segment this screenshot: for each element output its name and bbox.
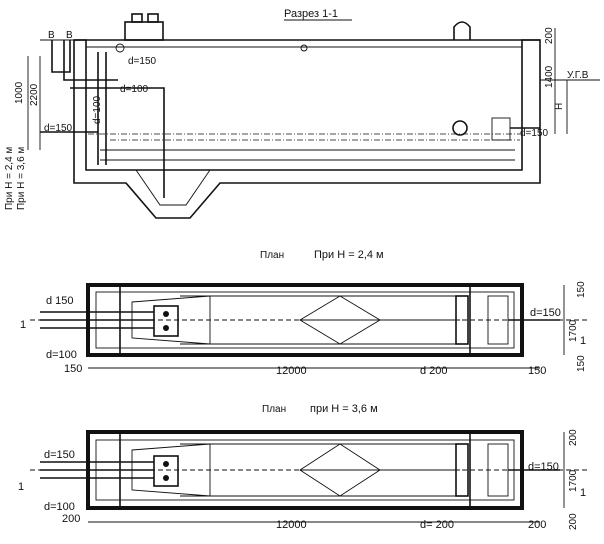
plan2-dim-200-left: 200 [62, 513, 80, 525]
plan1-dim-12000: 12000 [276, 365, 307, 377]
roof-vent-2 [147, 13, 159, 23]
label-h24: При H = 2,4 м [4, 147, 15, 210]
outlet-box [491, 117, 511, 141]
section-title: Разрез 1-1 [284, 8, 338, 20]
plan1-inlet-hole-1 [163, 311, 169, 317]
plan1-outlet-tray [455, 295, 469, 345]
label-d150-top: d=150 [128, 56, 157, 67]
label-d100-vert: d=100 [92, 95, 103, 124]
plan1-marker-right: 1 [580, 335, 586, 347]
plan2-dim-200-top-r: 200 [568, 429, 579, 446]
plan1-label-d150-right: d=150 [530, 307, 561, 319]
label-d100-mid: d=100 [120, 84, 149, 95]
plan2-inlet-hole-1 [163, 461, 169, 467]
lifting-loop [453, 21, 471, 40]
plan1-label-d100: d=100 [46, 349, 77, 361]
plan1-funnel [131, 295, 211, 345]
plan2-dim-12000: 12000 [276, 519, 307, 531]
dim-200-top: 200 [544, 27, 555, 44]
plan1-dim-150-top-r: 150 [576, 281, 587, 298]
plan2-marker-left: 1 [18, 481, 24, 493]
plan2-title: План [262, 404, 286, 415]
pipe-flange [115, 43, 125, 53]
plan2-subtitle: при H = 3,6 м [310, 403, 378, 415]
plan1-dim-d200: d 200 [420, 365, 448, 377]
plan2-outlet-tray [455, 443, 469, 497]
sump-hopper [135, 169, 211, 206]
plan1-dim-1700: 1700 [568, 319, 579, 342]
plan2-inlet-box [153, 455, 179, 487]
plan1-subtitle: При H = 2,4 м [314, 249, 384, 261]
roof-vent [131, 13, 143, 23]
label-b1: B [48, 30, 55, 41]
plan2-label-d150: d=150 [44, 449, 75, 461]
label-ugv: У.Г.В [567, 70, 589, 81]
plan2-dim-d200: d= 200 [420, 519, 454, 531]
section-view: Разрез 1-1 B B d=150 d=100 [4, 8, 600, 219]
tank-outline [73, 39, 541, 219]
plan1-title: План [260, 250, 284, 261]
plan1-dim-150-bottom: 150 [528, 365, 546, 377]
dim-2200: 2200 [29, 83, 40, 106]
plan1-inlet-hole-2 [163, 325, 169, 331]
roof-hatch [124, 21, 164, 41]
dim-1400: 1400 [544, 65, 555, 88]
plan2-dim-1700: 1700 [568, 469, 579, 492]
label-h36: При H = 3,6 м [16, 147, 27, 210]
plan2-dim-200-bot-r: 200 [568, 513, 579, 530]
label-b2: B [66, 30, 73, 41]
plan-h36: План при H = 3,6 м d=150 d=100 d=150 1 1… [18, 403, 590, 531]
plan2-funnel [131, 443, 211, 497]
plan2-inlet-hole-2 [163, 475, 169, 481]
plan1-label-d150: d 150 [46, 295, 74, 307]
label-h: H [554, 103, 565, 110]
plan1-dim-150-left: 150 [64, 363, 82, 375]
plan1-dim-150-bot-r: 150 [576, 355, 587, 372]
plan2-label-d150-right: d=150 [528, 461, 559, 473]
label-d150-right: d=150 [520, 128, 549, 139]
plan1-inlet-box [153, 305, 179, 337]
inlet-pipe-3 [70, 87, 165, 198]
plan2-dim-200-bottom: 200 [528, 519, 546, 531]
outlet-flange [452, 120, 468, 136]
pipe-flange-2 [300, 44, 308, 52]
inlet-pipe-1 [51, 40, 71, 73]
plan1-marker-left: 1 [20, 319, 26, 331]
inlet-pipe-2 [63, 40, 118, 81]
dim-1000: 1000 [14, 81, 25, 104]
plan2-label-d100: d=100 [44, 501, 75, 513]
plan-h24: План При H = 2,4 м d 150 d=100 d=150 1 1… [20, 249, 590, 377]
plan2-marker-right: 1 [580, 487, 586, 499]
label-d150-left: d=150 [44, 123, 73, 134]
